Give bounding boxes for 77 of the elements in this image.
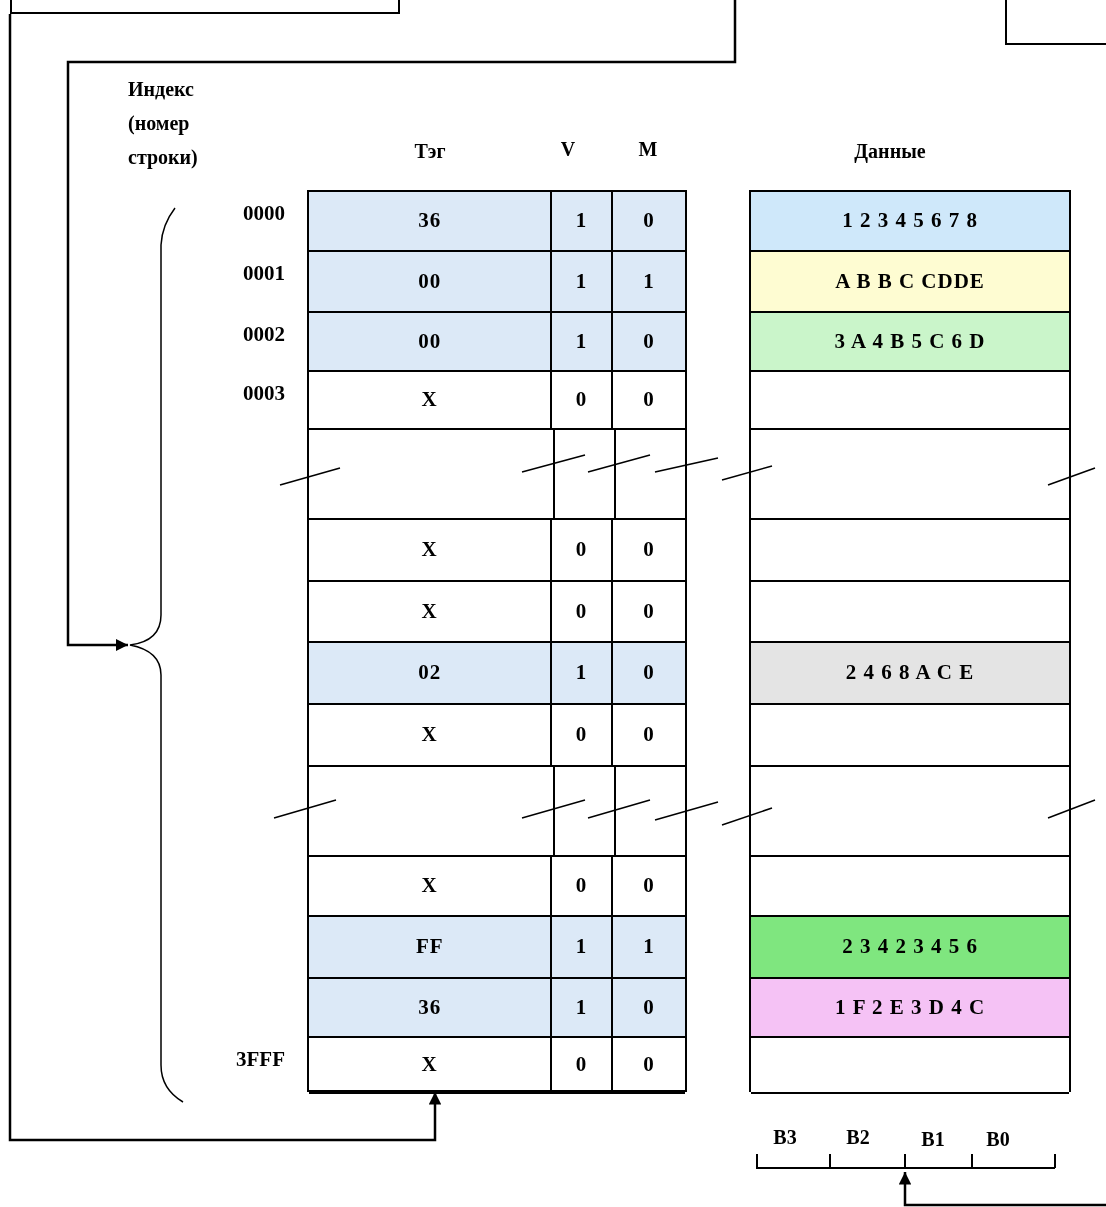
byte-label: B0 [985,1127,1011,1152]
modified-bit: 1 [643,267,655,295]
valid-bit: 0 [575,597,588,625]
tag-value: X [421,597,438,625]
tag-value: FF [415,933,444,961]
modified-bit: 0 [643,597,655,625]
data-table [749,190,1071,1092]
table-row [309,313,685,372]
tag-value: X [421,536,438,564]
column-header: Тэг [413,139,447,164]
tag-table [307,190,687,1092]
tag-value: X [421,721,438,749]
tag-value: 36 [418,207,442,235]
table-row [751,313,1069,372]
table-row [309,192,685,252]
column-header: M [637,137,659,162]
table-row [309,1038,685,1094]
row-index: 0001 [242,260,285,287]
valid-bit: 0 [575,536,588,564]
valid-bit: 0 [575,386,588,414]
table-row [751,979,1069,1038]
modified-bit: 0 [643,872,655,900]
table-row [309,917,685,979]
column-header: V [559,137,577,162]
tag-value: X [421,1051,438,1079]
valid-bit: 1 [575,993,588,1021]
data-value: 1 2 3 4 5 6 7 8 [842,207,978,235]
valid-bit: 0 [575,1051,588,1079]
valid-bit: 0 [575,872,588,900]
tag-value: 36 [418,993,442,1021]
modified-bit: 1 [643,933,655,961]
connector-arrow [8,14,442,1142]
byte-label: B1 [920,1127,946,1152]
row-index: 3FFF [235,1046,285,1073]
row-index: 0002 [242,321,285,348]
table-row [751,192,1069,252]
tag-value: 00 [418,267,442,295]
tag-value: 00 [418,327,442,355]
valid-bit: 1 [575,659,588,687]
modified-bit: 0 [643,1051,655,1079]
valid-bit: 1 [575,267,588,295]
modified-bit: 0 [643,327,655,355]
modified-bit: 0 [643,721,655,749]
data-value: 2 3 4 2 3 4 5 6 [842,933,978,961]
elided-rows [309,767,685,857]
modified-bit: 0 [643,536,655,564]
tag-value: X [421,386,438,414]
data-value: 3 A 4 B 5 C 6 D [834,327,986,355]
valid-bit: 0 [575,721,588,749]
byte-label: B2 [845,1125,871,1150]
row-index: 0003 [242,380,285,407]
table-row [309,520,685,582]
valid-bit: 1 [575,207,588,235]
index-header: Индекс (номер строки) [128,77,199,171]
valid-bit: 1 [575,327,588,355]
table-row [751,643,1069,705]
modified-bit: 0 [643,207,655,235]
connector-arrow [66,0,737,652]
modified-bit: 0 [643,386,655,414]
data-value: A B B C CDDE [835,267,985,295]
column-header: Данные [853,139,927,165]
connector-arrow [898,1172,1106,1207]
elided-rows [309,430,685,520]
table-row [309,252,685,313]
data-value: 2 4 6 8 A C E [845,659,975,687]
table-row [309,979,685,1038]
row-index: 0000 [242,200,285,227]
valid-bit: 1 [575,933,588,961]
modified-bit: 0 [643,659,655,687]
table-row [751,252,1069,313]
tag-value: 02 [418,659,442,687]
byte-label: B3 [772,1125,798,1150]
data-value: 1 F 2 E 3 D 4 C [834,993,986,1021]
table-row [751,917,1069,979]
modified-bit: 0 [643,993,655,1021]
table-row [309,643,685,705]
tag-value: X [421,872,438,900]
